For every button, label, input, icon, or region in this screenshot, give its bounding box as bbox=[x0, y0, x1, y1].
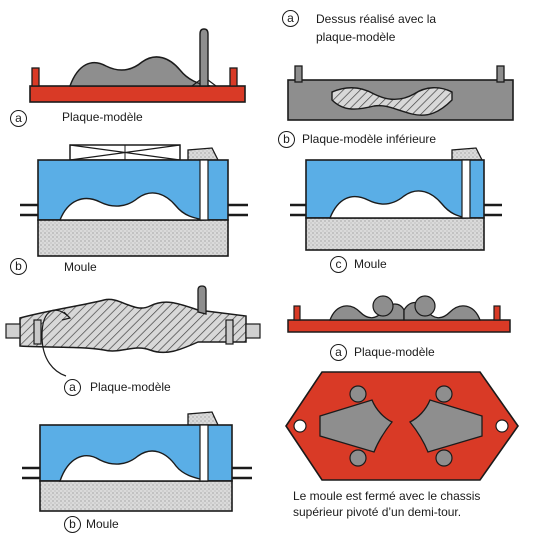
mold-c-right bbox=[290, 147, 502, 251]
label-plaque-modele-inferieure: Plaque-modèle inférieure bbox=[302, 132, 437, 146]
plate-top-right bbox=[287, 65, 514, 121]
label-plaque-modele-mid-right: Plaque-modèle bbox=[354, 345, 435, 359]
label-moule-b: Moule bbox=[64, 260, 97, 274]
mold-top-view bbox=[285, 371, 519, 481]
label-letter-a-mid-right: a bbox=[330, 344, 347, 361]
label-letter-b-inferieure: b bbox=[278, 131, 295, 148]
label-plaque-modele-top-left: Plaque-modèle bbox=[62, 110, 143, 124]
label-letter-a-mid-left: a bbox=[64, 379, 81, 396]
label-letter-b-moule: b bbox=[10, 258, 27, 275]
label-dessus-line2: plaque-modèle bbox=[316, 30, 396, 44]
label-letter-c-moule: c bbox=[330, 256, 347, 273]
label-plaque-modele-mid-left: Plaque-modèle bbox=[90, 380, 171, 394]
mold-bottom-left bbox=[22, 411, 252, 512]
label-letter-a-top-right: a bbox=[282, 10, 299, 27]
caption-line1: Le moule est fermé avec le chassis bbox=[293, 489, 481, 503]
label-dessus-line1: Dessus réalisé avec la bbox=[316, 12, 437, 26]
label-moule-c: Moule bbox=[354, 257, 387, 271]
mold-b-left bbox=[20, 144, 248, 257]
plate-top-left bbox=[29, 28, 246, 103]
label-letter-b-bottom: b bbox=[64, 516, 81, 533]
label-letter-a-top-left: a bbox=[10, 110, 27, 127]
plate-rotating bbox=[5, 285, 261, 377]
label-moule-bottom: Moule bbox=[86, 517, 119, 531]
plate-red-mid-right bbox=[287, 295, 511, 333]
caption-line2: supérieur pivoté d’un demi-tour. bbox=[293, 505, 462, 519]
